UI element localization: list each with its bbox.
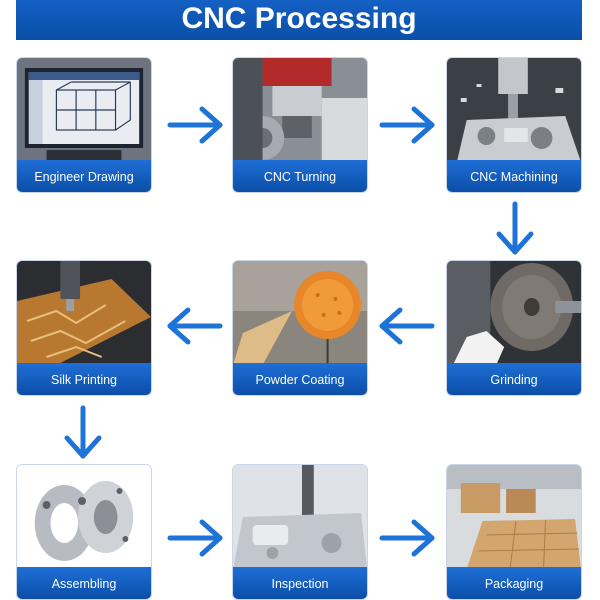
step-label-grinding: Grinding [447, 363, 581, 395]
step-label-engineer-drawing: Engineer Drawing [17, 160, 151, 192]
cnc-machining-photo [447, 58, 581, 162]
arrow-right-icon [166, 103, 226, 147]
step-label-silk-printing: Silk Printing [17, 363, 151, 395]
step-label-cnc-turning: CNC Turning [233, 160, 367, 192]
arrow-left-icon [376, 304, 436, 348]
silk-printing-photo [17, 261, 151, 365]
arrow-right-icon [378, 516, 438, 560]
powder-coating-photo [233, 261, 367, 365]
step-label-assembling: Assembling [17, 567, 151, 599]
grinding-photo [447, 261, 581, 365]
cnc-turning-photo [233, 58, 367, 162]
inspection-photo [233, 465, 367, 569]
step-card-engineer-drawing: Engineer Drawing [16, 57, 152, 193]
assembling-photo [17, 465, 151, 569]
arrow-right-icon [378, 103, 438, 147]
step-card-cnc-machining: CNC Machining [446, 57, 582, 193]
arrow-left-icon [164, 304, 224, 348]
step-card-inspection: Inspection [232, 464, 368, 600]
arrow-down-icon [61, 404, 105, 462]
step-card-grinding: Grinding [446, 260, 582, 396]
step-card-cnc-turning: CNC Turning [232, 57, 368, 193]
step-card-assembling: Assembling [16, 464, 152, 600]
arrow-down-icon [493, 200, 537, 258]
step-card-packaging: Packaging [446, 464, 582, 600]
page-title: CNC Processing [16, 0, 582, 40]
arrow-right-icon [166, 516, 226, 560]
step-label-inspection: Inspection [233, 567, 367, 599]
step-label-cnc-machining: CNC Machining [447, 160, 581, 192]
step-label-powder-coating: Powder Coating [233, 363, 367, 395]
step-label-packaging: Packaging [447, 567, 581, 599]
step-card-powder-coating: Powder Coating [232, 260, 368, 396]
packaging-photo [447, 465, 581, 569]
engineer-drawing-photo [17, 58, 151, 162]
step-card-silk-printing: Silk Printing [16, 260, 152, 396]
